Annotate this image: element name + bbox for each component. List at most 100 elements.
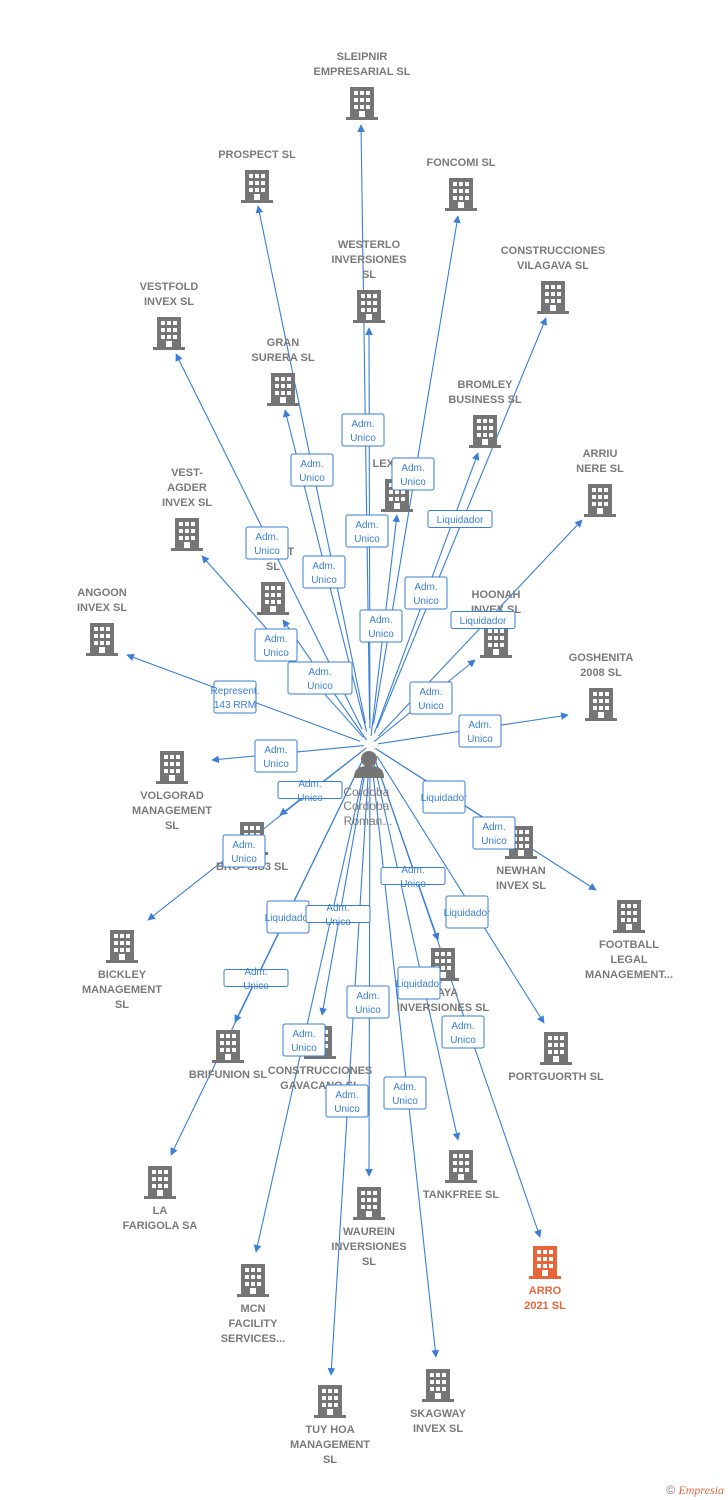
relation-label-r13: Represent.143 RRM [211, 680, 259, 714]
relation-label-r18: Liquidador [421, 780, 468, 814]
building-icon [171, 518, 203, 551]
building-icon [529, 1246, 561, 1279]
edge-construcciones-gavacano [319, 755, 369, 1016]
company-label: PORTGUORTH SL [508, 1071, 604, 1083]
relation-label-r14: Adm.Unico [409, 681, 453, 715]
svg-text:Adm.Unico: Adm.Unico [263, 745, 289, 770]
svg-text:Adm.Unico: Adm.Unico [368, 615, 394, 640]
relation-label-r24: Liquidador [444, 895, 491, 929]
person-icon [354, 751, 384, 778]
brand-logo-text: Empresia [678, 1483, 724, 1497]
svg-text:Adm.Unico: Adm.Unico [291, 1029, 317, 1054]
relation-label-r27: Liquidador [396, 966, 443, 1000]
footer-brand: © Empresia [666, 1483, 724, 1498]
company-node-portguorth[interactable]: PORTGUORTH SL [508, 1032, 604, 1083]
edge-mcn-facility [253, 765, 366, 1253]
svg-text:Adm.Unico: Adm.Unico [299, 459, 325, 484]
edge-la-farigola [170, 761, 363, 1156]
edge-arro-2021 [376, 764, 542, 1238]
svg-text:Adm.Unico: Adm.Unico [311, 561, 337, 586]
building-icon [613, 900, 645, 933]
relation-label-r11: Adm.Unico [254, 628, 298, 662]
center-person[interactable]: Cordoba Cordoba Roman... [343, 751, 392, 828]
svg-text:Adm.Unico: Adm.Unico [350, 419, 376, 444]
svg-text:Adm.Unico: Adm.Unico [418, 687, 444, 712]
relation-label-r2: Adm.Unico [290, 453, 334, 487]
svg-text:Adm.Unico: Adm.Unico [354, 520, 380, 545]
building-icon [257, 582, 289, 615]
relation-label-r25: Adm.Unico [223, 967, 289, 992]
relation-label-r10: Liquidador [450, 611, 516, 629]
svg-text:Liquidador: Liquidador [460, 616, 507, 627]
company-label: TANKFREE SL [423, 1189, 499, 1201]
building-icon [144, 1166, 176, 1199]
svg-text:Adm.Unico: Adm.Unico [297, 779, 323, 804]
svg-text:Liquidador: Liquidador [437, 515, 484, 526]
relation-label-r21: Adm.Unico [380, 865, 446, 890]
svg-text:Adm.Unico: Adm.Unico [263, 634, 289, 659]
company-node-tankfree[interactable]: TANKFREE SL [423, 1150, 499, 1201]
svg-text:Adm.Unico: Adm.Unico [334, 1090, 360, 1115]
building-icon [86, 623, 118, 656]
company-node-prospect[interactable]: PROSPECT SL [218, 149, 296, 203]
building-icon [212, 1030, 244, 1063]
relation-label-r19: Adm.Unico [472, 816, 516, 850]
svg-text:Adm.Unico: Adm.Unico [231, 840, 257, 865]
edge-waurein [365, 762, 373, 1177]
building-icon [445, 178, 477, 211]
svg-text:Adm.Unico: Adm.Unico [400, 865, 426, 890]
svg-text:Adm.Unico: Adm.Unico [325, 903, 351, 928]
building-icon [314, 1385, 346, 1418]
relation-label-r16: Adm.Unico [254, 739, 298, 773]
svg-text:Liquidador: Liquidador [421, 793, 468, 804]
company-node-brifunion[interactable]: BRIFUNION SL [189, 1030, 268, 1081]
building-icon [480, 625, 512, 658]
relation-label-r30: Adm.Unico [383, 1076, 427, 1110]
edge-portguorth [376, 755, 545, 1024]
svg-text:Adm.Unico: Adm.Unico [400, 463, 426, 488]
svg-text:Liquidador: Liquidador [396, 979, 443, 990]
relation-label-r17: Adm.Unico [277, 779, 343, 804]
relation-label-r15: Adm.Unico [458, 714, 502, 748]
relation-label-r12: Adm.Unico [287, 661, 353, 695]
relation-label-r4: Adm.Unico [345, 514, 389, 548]
company-node-foncomi[interactable]: FONCOMI SL [426, 157, 496, 211]
building-icon [353, 290, 385, 323]
edge-tankfree [372, 760, 461, 1141]
company-label: FONCOMI SL [426, 157, 495, 169]
copyright-icon: © [666, 1483, 676, 1497]
